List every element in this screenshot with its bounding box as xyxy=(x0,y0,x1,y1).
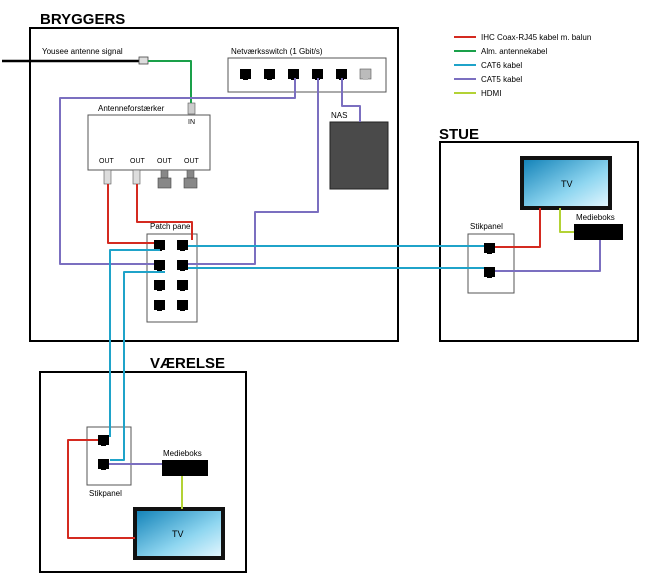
patch-port-6 xyxy=(177,280,188,291)
legend-label-hdmi: HDMI xyxy=(481,89,501,98)
amp-in-label: IN xyxy=(188,119,195,126)
cable-red-amp-to-patch-2 xyxy=(136,184,193,240)
room-title-vaerelse: VÆRELSE xyxy=(150,355,225,372)
stue-tv-label: TV xyxy=(561,179,573,189)
legend-label-green: Alm. antennekabel xyxy=(481,47,547,56)
nas-label: NAS xyxy=(331,111,347,120)
patch-port-3 xyxy=(154,260,165,271)
patch-port-8 xyxy=(177,300,188,311)
legend-label-cyan: CAT6 kabel xyxy=(481,61,522,70)
patch-panel-label: Patch panel xyxy=(150,222,192,231)
cable-cat6-patch-to-vaerelse-1 xyxy=(109,249,160,437)
network-switch xyxy=(227,57,387,93)
amp-out-label-1: OUT xyxy=(99,158,115,165)
stue-stikpanel-label: Stikpanel xyxy=(470,222,503,231)
cable-cat5-switch-to-patch-2 xyxy=(188,78,319,265)
stue-tv xyxy=(520,156,612,210)
switch-port-3 xyxy=(288,69,299,80)
cable-cat5-switch-to-patch xyxy=(59,78,296,265)
antenna-signal-label: Yousee antenne signal xyxy=(42,47,123,56)
cable-red-vaerelse xyxy=(67,439,135,539)
room-vaerelse xyxy=(39,371,247,573)
amp-out-label-2: OUT xyxy=(130,158,146,165)
vaerelse-mediaboks xyxy=(162,460,208,476)
antenna-connector xyxy=(138,56,149,65)
amp-out-terminator-3 xyxy=(157,169,172,189)
cable-hdmi-stue xyxy=(559,208,574,233)
amplifier-label: Antenneforstærker xyxy=(98,104,165,113)
amp-out-label-3: OUT xyxy=(157,158,173,165)
cable-antenna-green xyxy=(148,60,192,103)
vaerelse-tv-label: TV xyxy=(172,529,184,539)
vaerelse-tv xyxy=(133,507,225,560)
amp-in-connector xyxy=(187,102,196,115)
cable-red-amp-to-patch-1 xyxy=(107,184,154,244)
cable-red-stue xyxy=(495,208,541,248)
cable-cat5-switch-to-nas xyxy=(341,78,361,122)
patch-port-5 xyxy=(154,280,165,291)
antenna-amplifier xyxy=(87,114,211,171)
switch-label: Netværksswitch (1 Gbit/s) xyxy=(231,47,323,56)
switch-port-1 xyxy=(240,69,251,80)
vaerelse-port-1 xyxy=(98,435,109,446)
patch-port-2 xyxy=(177,240,188,251)
stue-port-1 xyxy=(484,243,495,254)
vaerelse-mediaboks-label: Medieboks xyxy=(163,449,202,458)
nas-device xyxy=(329,121,389,190)
legend-label-red: IHC Coax-RJ45 kabel m. balun xyxy=(481,33,591,42)
room-title-bryggers: BRYGGERS xyxy=(40,11,125,28)
stue-stikpanel xyxy=(467,233,515,294)
stue-port-2 xyxy=(484,267,495,278)
amp-out-terminator-4 xyxy=(183,169,198,189)
legend: IHC Coax-RJ45 kabel m. balun Alm. antenn… xyxy=(454,33,591,98)
vaerelse-stikpanel-label: Stikpanel xyxy=(89,489,122,498)
room-title-stue: STUE xyxy=(439,126,479,143)
amp-out-connector-1 xyxy=(103,169,112,185)
cable-cat5-stue-mediaboks xyxy=(495,240,601,272)
stue-mediaboks xyxy=(574,224,623,240)
room-stue xyxy=(439,141,639,342)
stue-mediaboks-label: Medieboks xyxy=(576,213,615,222)
patch-port-4 xyxy=(177,260,188,271)
switch-port-2 xyxy=(264,69,275,80)
legend-label-purple: CAT5 kabel xyxy=(481,75,522,84)
amp-out-label-4: OUT xyxy=(184,158,200,165)
switch-port-uplink xyxy=(359,68,372,80)
room-bryggers xyxy=(29,27,399,342)
amp-out-connector-2 xyxy=(132,169,141,185)
patch-port-7 xyxy=(154,300,165,311)
cable-cat6-patch-to-vaerelse-2 xyxy=(110,271,165,461)
vaerelse-port-2 xyxy=(98,459,109,470)
